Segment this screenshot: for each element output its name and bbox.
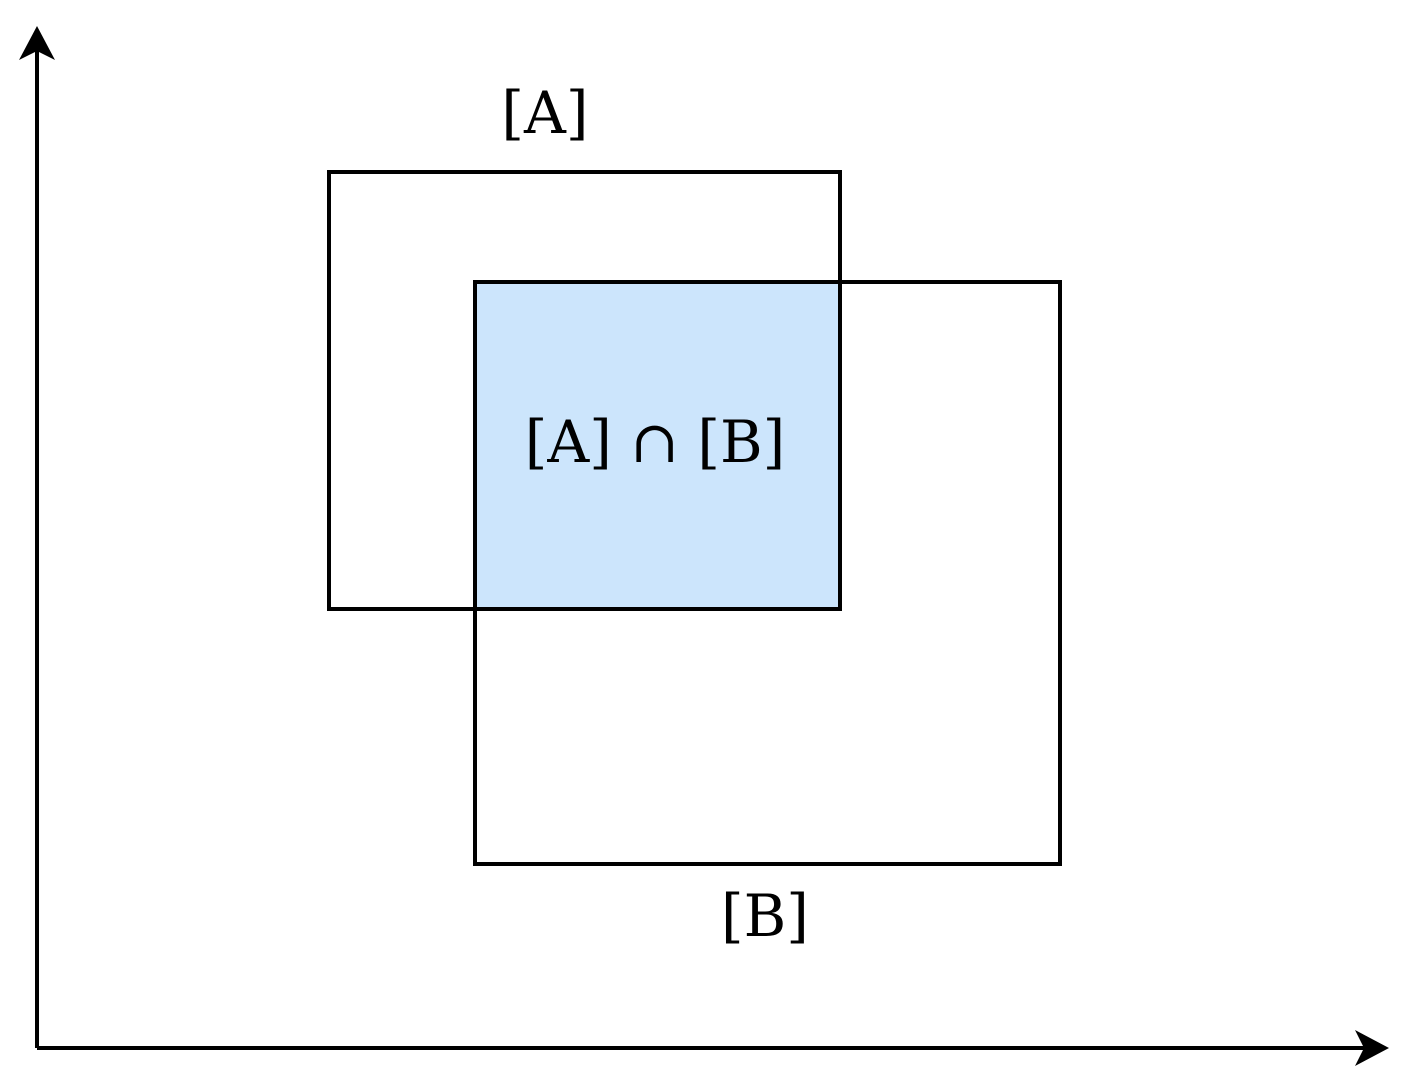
x-axis-arrowhead (1355, 1030, 1389, 1066)
set-b-rectangle (473, 280, 1062, 866)
intersection-label: [A] ∩ [B] (525, 408, 786, 476)
set-a-rectangle (327, 170, 842, 611)
set-b-label: [B] (721, 882, 809, 950)
y-axis-arrowhead (19, 26, 55, 60)
set-a-label: [A] (501, 79, 588, 147)
intersection-region (475, 282, 840, 609)
